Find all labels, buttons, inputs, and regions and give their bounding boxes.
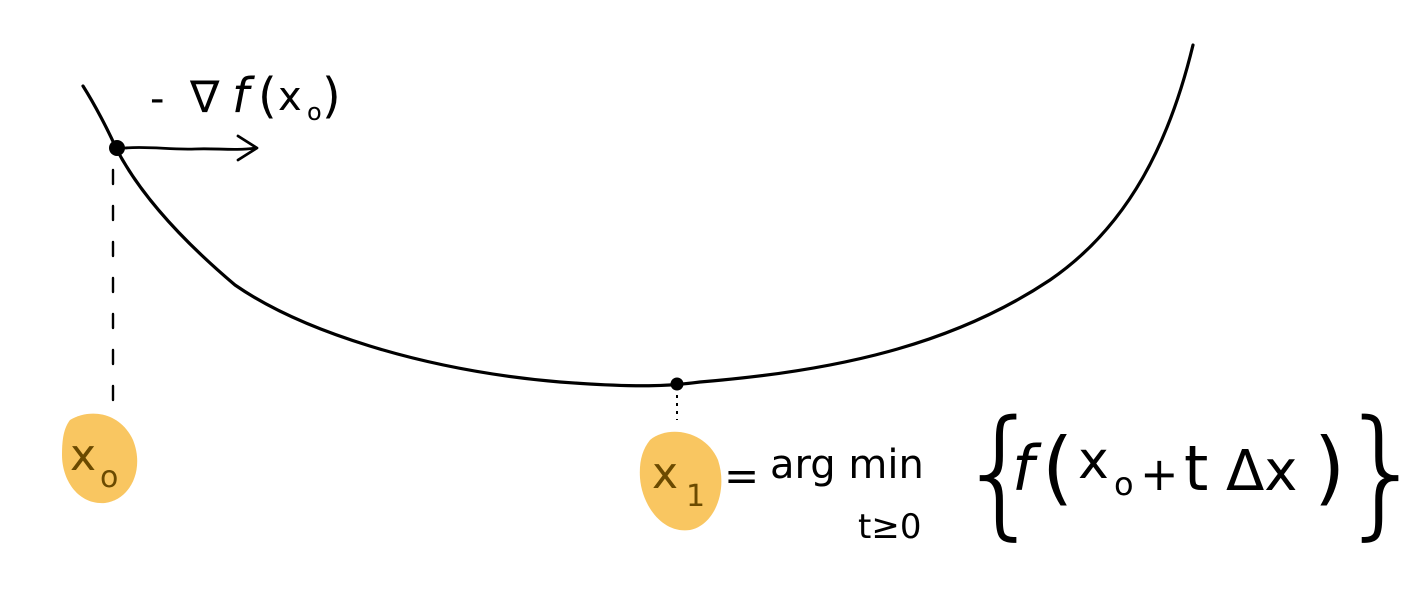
svg-text:o: o — [307, 98, 322, 126]
svg-text:-: - — [150, 76, 164, 122]
svg-text:∇: ∇ — [189, 72, 220, 123]
svg-text:1: 1 — [686, 479, 705, 514]
svg-text:x: x — [652, 448, 678, 499]
svg-text:}: } — [1338, 391, 1410, 554]
svg-text:(: ( — [1042, 421, 1073, 514]
svg-text:t≥0: t≥0 — [858, 507, 921, 547]
gradient-arrow — [123, 146, 258, 151]
svg-text:t: t — [1184, 432, 1208, 505]
svg-text:=: = — [724, 451, 759, 500]
svg-text:+: + — [1140, 447, 1179, 501]
svg-text:x: x — [70, 430, 96, 481]
svg-text:o: o — [100, 460, 118, 495]
svg-text:f: f — [232, 68, 255, 124]
x1-highlight — [639, 431, 722, 531]
svg-text:arg min: arg min — [770, 442, 924, 488]
x0-point — [109, 140, 125, 156]
x1-marker: x 1 — [639, 431, 722, 531]
svg-text:): ) — [1314, 421, 1345, 514]
svg-text:Δx: Δx — [1226, 439, 1297, 504]
x0-marker: x o — [62, 413, 138, 504]
svg-text:{: { — [956, 391, 1045, 554]
svg-text:o: o — [1114, 465, 1134, 503]
svg-text:(: ( — [258, 68, 277, 124]
svg-text:x: x — [278, 74, 302, 120]
argmin-formula: = arg min t≥0 { f ( x o + t Δx ) } — [724, 391, 1410, 554]
x0-highlight — [62, 413, 138, 504]
gradient-arrow-head — [236, 134, 259, 162]
gradient-label: - ∇ f ( x o ) — [150, 68, 341, 126]
objective-curve — [81, 43, 1195, 388]
x1-point — [670, 377, 684, 391]
svg-text:x: x — [1078, 431, 1109, 491]
svg-text:): ) — [322, 68, 341, 124]
